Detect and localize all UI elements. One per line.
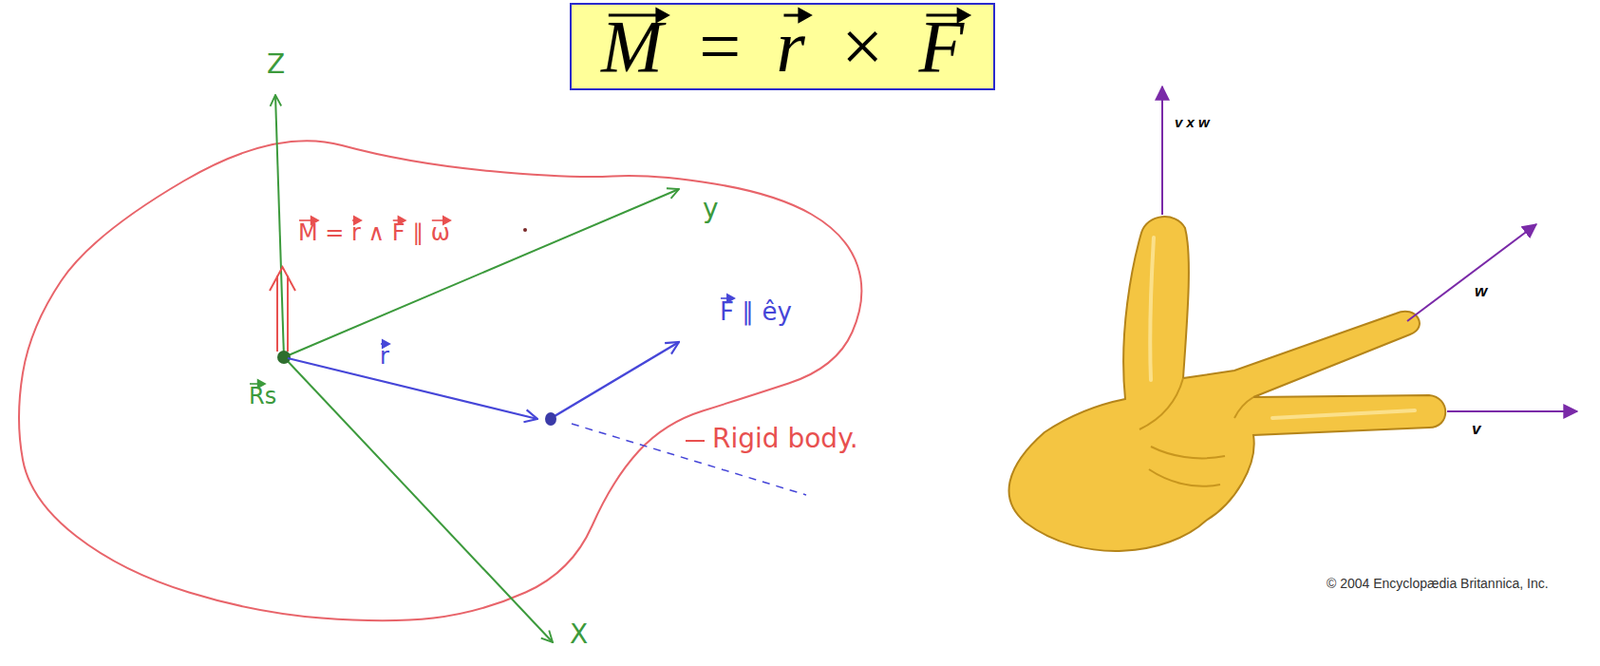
vector-label: r [379,343,390,371]
cross-product-arrow [1161,86,1164,215]
vector-label: w [1474,282,1488,302]
moment-arrow-head [269,266,296,291]
axis-label: X [569,619,588,650]
small-dot [523,227,528,232]
force-direction: F ∥ êy [719,298,792,327]
moment-arrow-shaft [286,275,289,352]
moment-arrow-shaft [276,275,279,352]
vector-label: v x w [1174,113,1210,131]
origin-point [277,350,291,364]
force-vector [554,341,679,416]
formula-box: M = r × F [569,2,996,91]
right-hand [1009,216,1447,551]
axis-label: y [702,193,719,225]
x-axis [283,357,553,642]
v-arrow [1447,410,1578,413]
position-vector [287,357,538,419]
formula-text: M = r × F [601,5,964,88]
w-arrow [1407,224,1537,321]
axis-label: Z [266,49,285,80]
vector-label: v [1471,419,1481,439]
y-axis [283,188,679,358]
rigid-body-outline [18,140,862,621]
body-label: Rigid body. [712,423,859,454]
point-label: Rs [248,383,277,411]
application-point [545,412,557,426]
hand-crease [1139,377,1254,487]
leader-line [685,439,705,442]
moment-formula: M = r ∧ F ∥ ω [298,220,451,247]
copyright-note: © 2004 Encyclopædia Britannica, Inc. [1326,575,1549,591]
hand-highlight [1149,237,1415,418]
z-axis [275,94,284,358]
